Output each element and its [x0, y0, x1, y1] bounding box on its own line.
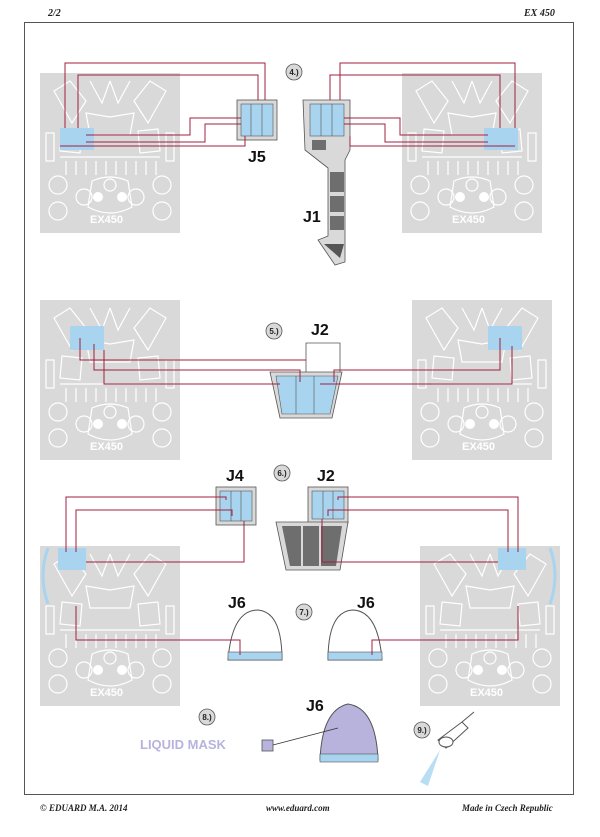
instruction-frame: [24, 22, 574, 795]
liquid-mask-label: LIQUID MASK: [140, 737, 227, 752]
part-label-j2-step5: J2: [311, 322, 329, 339]
sheet-marking: EX450: [452, 214, 485, 226]
step-badges: [198, 63, 431, 739]
part-label-j1: J1: [303, 209, 321, 226]
sheet-marking: EX450: [90, 687, 123, 699]
page-number: 2/2: [48, 8, 61, 19]
step-8-badge: 8.): [202, 713, 212, 722]
part-label-j5: J5: [248, 149, 266, 166]
part-label-j6-right: J6: [357, 595, 375, 612]
step-7-badge: 7.): [299, 608, 309, 617]
step-5-badge: 5.): [269, 327, 279, 336]
part-label-j6-left: J6: [228, 595, 246, 612]
sheet-marking: EX450: [462, 441, 495, 453]
footer-copyright: © EDUARD M.A. 2014: [40, 803, 128, 813]
footer-url: www.eduard.com: [266, 803, 330, 813]
part-label-j4: J4: [226, 468, 244, 485]
product-code: EX 450: [524, 8, 555, 19]
step-6-badge: 6.): [277, 469, 287, 478]
sheet-marking: EX450: [90, 214, 123, 226]
step-4-badge: 4.): [289, 68, 299, 77]
footer-origin: Made in Czech Republic: [462, 803, 553, 813]
part-label-j2-step6: J2: [317, 468, 335, 485]
sheet-marking: EX450: [90, 441, 123, 453]
part-label-j6-liquid: J6: [306, 698, 324, 715]
step-9-badge: 9.): [417, 726, 427, 735]
sheet-marking: EX450: [470, 687, 503, 699]
